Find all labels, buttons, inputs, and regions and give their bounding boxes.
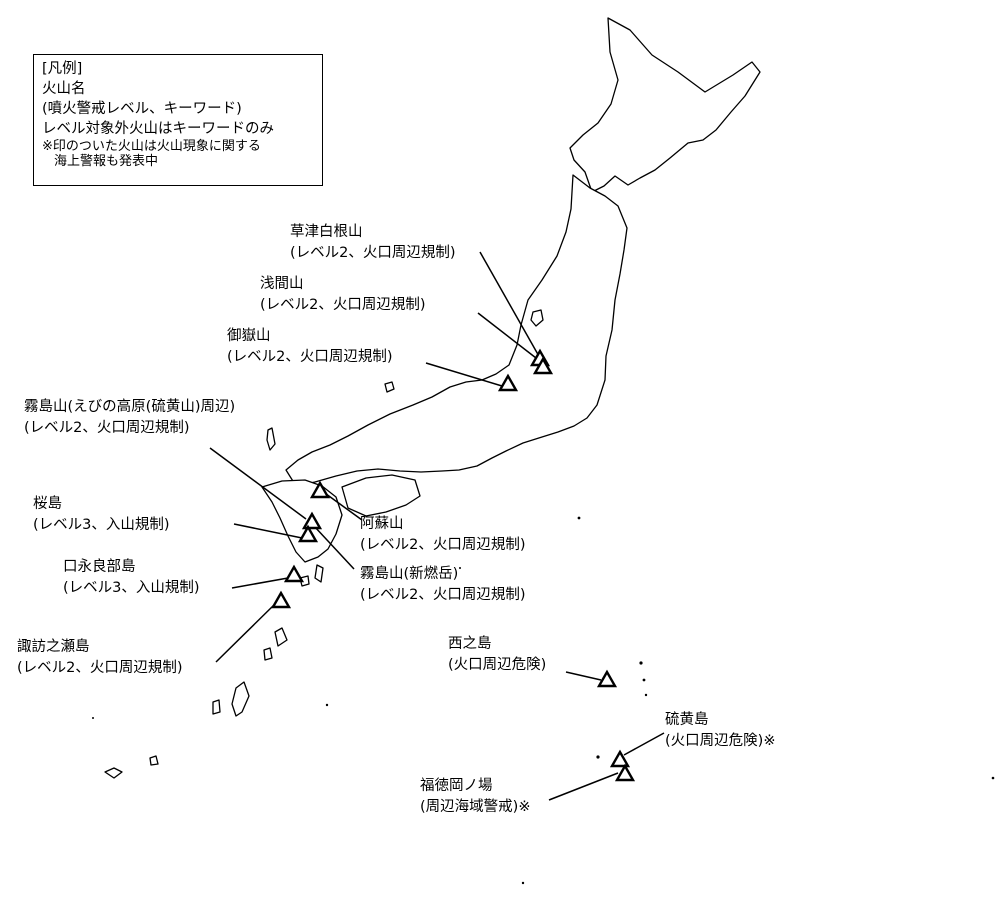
leader-kirishima-shinmoe <box>313 525 355 570</box>
volcano-name: 諏訪之瀬島 <box>17 639 90 655</box>
volcano-info: (火口周辺危険) <box>448 657 547 673</box>
volcano-info: (レベル2、火口周辺規制) <box>260 297 426 313</box>
shikoku-island <box>341 474 421 517</box>
leader-suwanose <box>215 601 278 663</box>
islet-dot <box>521 881 525 885</box>
volcano-marker-icon[interactable] <box>309 480 331 499</box>
volcano-label-sakurajima[interactable]: 桜島 (レベル3、入山規制) <box>33 494 170 536</box>
volcano-label-nishinoshima[interactable]: 西之島 (火口周辺危険) <box>448 634 546 676</box>
volcano-info: (レベル2、火口周辺規制) <box>360 587 526 603</box>
volcano-info: (レベル2、火口周辺規制) <box>227 349 393 365</box>
leader-kuchinoerabu <box>231 577 289 589</box>
leader-kusatsu <box>479 251 541 359</box>
volcano-name: 福徳岡ノ場 <box>420 778 493 794</box>
volcano-info: (周辺海域警戒)※ <box>420 799 531 815</box>
yaeyama-islet <box>104 767 123 779</box>
sado-island <box>530 309 544 327</box>
volcano-marker-icon[interactable] <box>532 356 554 375</box>
legend-title: [凡例] <box>42 61 83 77</box>
kyushu-island <box>261 479 343 563</box>
volcano-label-asama[interactable]: 浅間山 (レベル2、火口周辺規制) <box>260 274 426 316</box>
hokkaido-island <box>569 17 761 193</box>
volcano-name: 御嶽山 <box>227 328 271 344</box>
volcano-name: 霧島山(えびの高原(硫黄山)周辺) <box>24 399 236 415</box>
tokunoshima-islet <box>263 647 273 661</box>
leader-asama <box>477 312 537 359</box>
leader-nishinoshima <box>565 671 602 681</box>
volcano-label-kirishima-shinmoe[interactable]: 霧島山(新燃岳) (レベル2、火口周辺規制) <box>360 564 526 606</box>
leader-sakurajima <box>233 523 303 539</box>
leader-kirishima-ebino <box>209 447 307 520</box>
islet-dot <box>991 776 995 780</box>
volcano-name: 草津白根山 <box>290 224 363 240</box>
islet-dot <box>577 516 581 520</box>
amami-islet <box>274 627 288 647</box>
legend-note-marine-warning-cont: 海上警報も発表中 <box>54 154 159 169</box>
volcano-name: 阿蘇山 <box>360 516 404 532</box>
volcano-info: (レベル3、入山規制) <box>33 517 170 533</box>
volcano-label-aso[interactable]: 阿蘇山 (レベル2、火口周辺規制) <box>360 514 526 556</box>
volcano-marker-icon[interactable] <box>609 749 631 768</box>
volcano-marker-icon[interactable] <box>301 511 323 530</box>
islet-dot <box>644 693 648 697</box>
leader-ontake <box>425 362 503 387</box>
volcano-marker-icon[interactable] <box>270 590 292 609</box>
volcano-info: (レベル2、火口周辺規制) <box>24 420 190 436</box>
volcano-marker-icon[interactable] <box>614 763 636 782</box>
volcano-marker-icon[interactable] <box>297 524 319 543</box>
legend-line-volcano-name: 火山名 <box>42 81 86 97</box>
legend-line-level-keyword: (噴火警戒レベル、キーワード) <box>42 101 242 117</box>
islet-dot <box>596 755 600 759</box>
tanegashima-islet <box>314 564 324 583</box>
legend-note-marine-warning: ※印のついた火山は火山現象に関する <box>42 139 261 154</box>
volcano-name: 桜島 <box>33 496 62 512</box>
volcano-info: (レベル2、火口周辺規制) <box>360 537 526 553</box>
islet-dot <box>639 661 643 665</box>
volcano-label-kirishima-ebino[interactable]: 霧島山(えびの高原(硫黄山)周辺) (レベル2、火口周辺規制) <box>24 397 235 439</box>
leader-fukutoku <box>548 772 619 801</box>
volcano-label-suwanose[interactable]: 諏訪之瀬島 (レベル2、火口周辺規制) <box>17 637 183 679</box>
islet-dot <box>92 717 94 719</box>
volcano-info: (火口周辺危険)※ <box>665 733 776 749</box>
volcano-name: 浅間山 <box>260 276 304 292</box>
oki-islet <box>384 381 395 393</box>
legend-line-keyword-only: レベル対象外火山はキーワードのみ <box>42 121 274 137</box>
volcano-info: (レベル2、火口周辺規制) <box>290 245 456 261</box>
leader-ioto <box>623 732 665 756</box>
legend-box: [凡例] 火山名 (噴火警戒レベル、キーワード) レベル対象外火山はキーワードの… <box>33 54 323 186</box>
volcano-label-kusatsu[interactable]: 草津白根山 (レベル2、火口周辺規制) <box>290 222 456 264</box>
miyako-islet <box>149 755 159 766</box>
volcano-label-fukutoku[interactable]: 福徳岡ノ場 (周辺海域警戒)※ <box>420 776 530 818</box>
kume-islet <box>212 699 221 715</box>
volcano-info: (レベル3、入山規制) <box>63 580 200 596</box>
islet-dot <box>642 678 646 682</box>
volcano-name: 口永良部島 <box>63 559 136 575</box>
volcano-label-kuchinoerabu[interactable]: 口永良部島 (レベル3、入山規制) <box>63 557 200 599</box>
islet-dot <box>325 703 329 707</box>
volcano-label-ioto[interactable]: 硫黄島 (火口周辺危険)※ <box>665 710 775 752</box>
okinawa-islet <box>231 681 250 717</box>
volcano-info: (レベル2、火口周辺規制) <box>17 660 183 676</box>
volcano-marker-icon[interactable] <box>596 669 618 688</box>
volcano-name: 霧島山(新燃岳) <box>360 566 459 582</box>
volcano-label-ontake[interactable]: 御嶽山 (レベル2、火口周辺規制) <box>227 326 393 368</box>
honshu-island <box>285 174 628 487</box>
tsushima-islet <box>266 427 276 451</box>
volcano-name: 西之島 <box>448 636 492 652</box>
volcano-name: 硫黄島 <box>665 712 709 728</box>
yakushima-islet <box>299 575 310 587</box>
volcano-marker-icon[interactable] <box>497 373 519 392</box>
volcano-marker-icon[interactable] <box>283 564 305 583</box>
islet-dot <box>459 567 461 569</box>
